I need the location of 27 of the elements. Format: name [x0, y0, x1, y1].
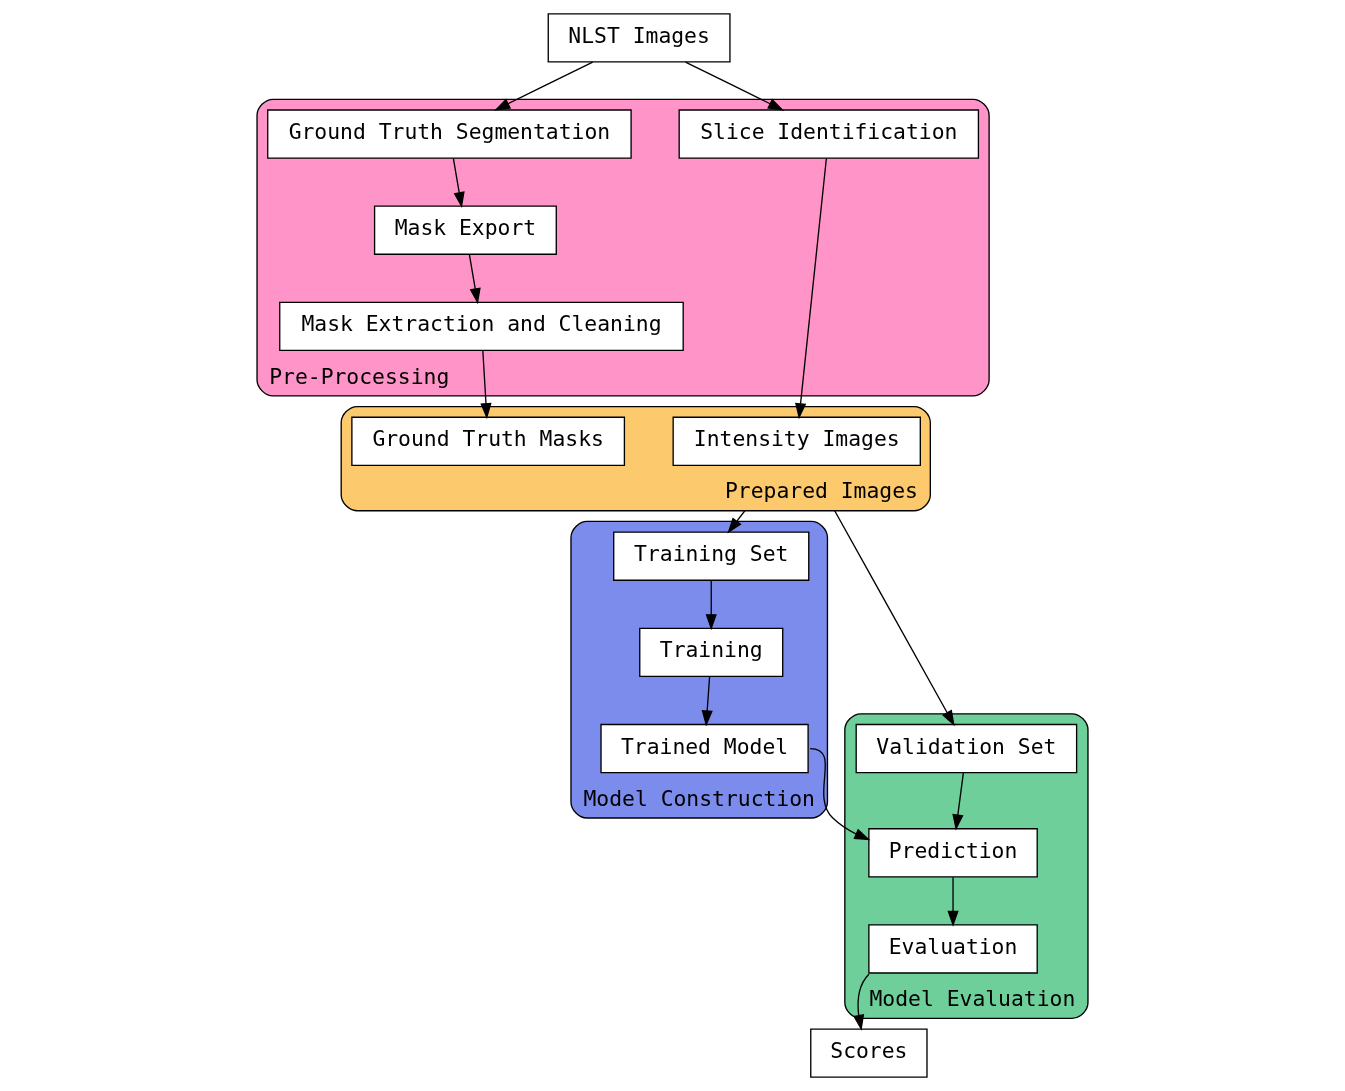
- node-box: Slice Identification: [678, 109, 980, 159]
- node-box: NLST Images: [547, 13, 731, 63]
- node-box: Trained Model: [600, 723, 809, 774]
- arrow: [480, 350, 492, 420]
- arrow: [705, 579, 717, 631]
- arrow: [795, 157, 828, 420]
- node-box: Training: [639, 627, 784, 678]
- node-box: Mask Extraction and Cleaning: [279, 301, 684, 352]
- node-box: Scores: [810, 1028, 928, 1078]
- arrow: [853, 973, 870, 1031]
- arrow: [952, 772, 965, 831]
- arrow: [727, 510, 746, 534]
- node-box: Training Set: [613, 531, 810, 581]
- node-box: Evaluation: [868, 924, 1038, 974]
- arrow: [452, 157, 465, 209]
- node-box: Validation Set: [855, 723, 1078, 774]
- arrow: [834, 510, 955, 727]
- node-box: Ground Truth Segmentation: [267, 109, 632, 159]
- node-box: Ground Truth Masks: [351, 416, 626, 467]
- arrow: [947, 876, 959, 927]
- arrow: [468, 254, 481, 305]
- arrow: [684, 61, 785, 111]
- arrow: [701, 676, 713, 727]
- arrow: [494, 61, 594, 111]
- node-box: Mask Export: [373, 205, 557, 255]
- node-box: Intensity Images: [672, 416, 921, 467]
- node-box: Prediction: [868, 828, 1038, 878]
